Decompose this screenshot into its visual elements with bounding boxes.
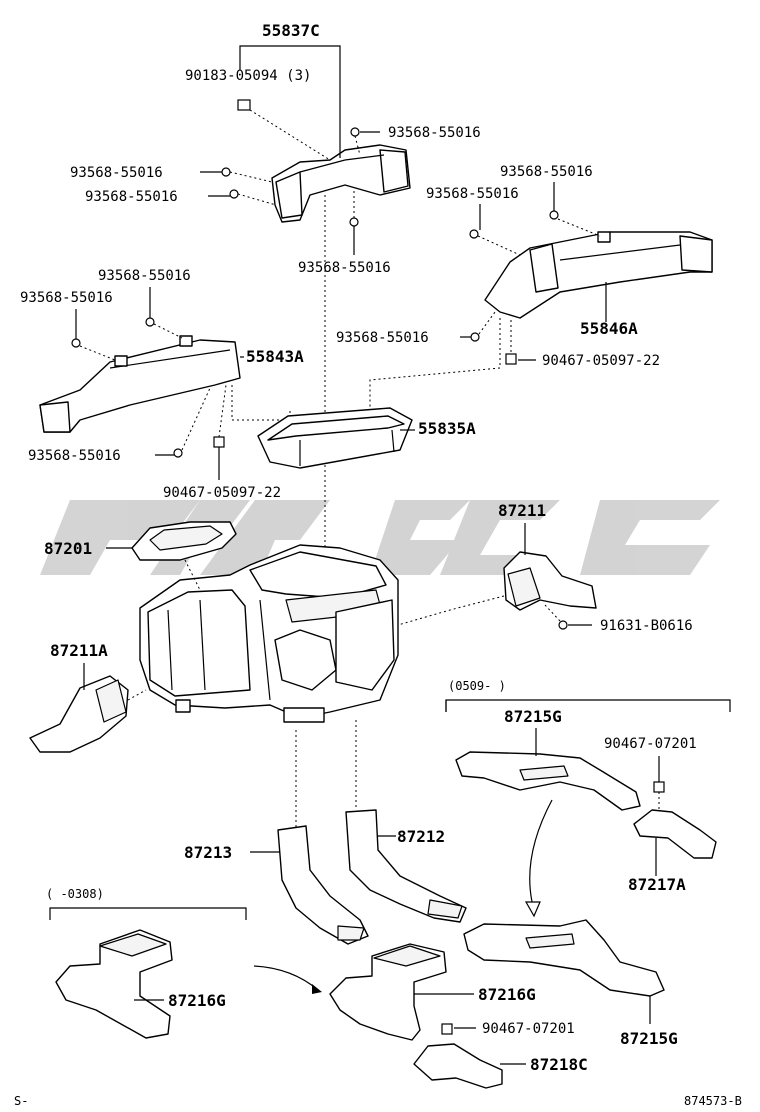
label-93568-f: 93568-55016: [426, 186, 519, 202]
clip-icon: [237, 99, 251, 111]
label-0308: ( -0308): [46, 887, 104, 901]
part-87216g-left: [55, 929, 173, 1039]
part-55843a: [39, 335, 241, 433]
label-87211: 87211: [498, 501, 546, 520]
part-87211a: [29, 675, 129, 753]
label-93568-j: 93568-55016: [28, 448, 121, 464]
label-93568-a: 93568-55016: [388, 125, 481, 141]
label-87211a: 87211A: [50, 641, 108, 660]
label-90183-05094: 90183-05094 (3): [185, 68, 311, 84]
label-s: S-: [14, 1094, 28, 1108]
screw-icon: [71, 338, 81, 348]
label-90467-07201-a: 90467-07201: [604, 736, 697, 752]
label-87201: 87201: [44, 539, 92, 558]
clip-icon: [213, 436, 225, 448]
part-87212: [345, 809, 467, 923]
label-87213: 87213: [184, 843, 232, 862]
label-93568-i: 93568-55016: [20, 290, 113, 306]
heater-unit: [139, 544, 399, 723]
screw-icon: [469, 229, 479, 239]
screw-icon: [173, 448, 183, 458]
part-87213: [277, 825, 369, 945]
label-93568-b: 93568-55016: [70, 165, 163, 181]
label-90467-22-a: 90467-05097-22: [542, 353, 660, 369]
label-93568-h: 93568-55016: [98, 268, 191, 284]
screw-icon: [229, 189, 239, 199]
arrow-icon: [529, 799, 553, 911]
label-55835a: 55835A: [418, 419, 476, 438]
part-87215g-top: [455, 751, 641, 811]
label-87215g-top: 87215G: [504, 707, 562, 726]
label-93568-d: 93568-55016: [298, 260, 391, 276]
label-ref: 874573-B: [684, 1094, 742, 1108]
label-91631: 91631-B0616: [600, 618, 693, 634]
screw-icon: [470, 332, 480, 342]
clip-icon: [505, 353, 517, 365]
part-87201: [131, 521, 237, 561]
screw-icon: [549, 210, 559, 220]
label-87212: 87212: [397, 827, 445, 846]
screw-icon: [350, 127, 360, 137]
label-93568-e: 93568-55016: [500, 164, 593, 180]
label-93568-g: 93568-55016: [336, 330, 429, 346]
label-0509: (0509- ): [448, 679, 506, 693]
label-87217a: 87217A: [628, 875, 686, 894]
part-87217a: [633, 809, 717, 859]
clip-icon: [441, 1023, 453, 1035]
clip-icon: [653, 781, 665, 793]
part-55837c: [271, 144, 411, 223]
label-55843a: 55843A: [246, 347, 304, 366]
label-93568-c: 93568-55016: [85, 189, 178, 205]
part-55846a: [484, 231, 713, 319]
label-87216g-left: 87216G: [168, 991, 226, 1010]
label-87215g-bottom: 87215G: [620, 1029, 678, 1048]
screw-icon: [221, 167, 231, 177]
label-55837c: 55837C: [262, 21, 320, 40]
label-87216g-mid: 87216G: [478, 985, 536, 1004]
part-55835a: [257, 407, 413, 469]
part-87216g-mid: [329, 943, 447, 1041]
part-87211: [503, 551, 597, 611]
part-87215g-bottom: [463, 919, 665, 997]
screw-icon: [349, 217, 359, 227]
label-90467-22-b: 90467-05097-22: [163, 485, 281, 501]
label-87218c: 87218C: [530, 1055, 588, 1074]
arrow-icon: [253, 965, 319, 991]
label-90467-07201-b: 90467-07201: [482, 1021, 575, 1037]
screw-icon: [145, 317, 155, 327]
label-55846a: 55846A: [580, 319, 638, 338]
screw-icon: [558, 620, 568, 630]
part-87218c: [413, 1043, 503, 1089]
